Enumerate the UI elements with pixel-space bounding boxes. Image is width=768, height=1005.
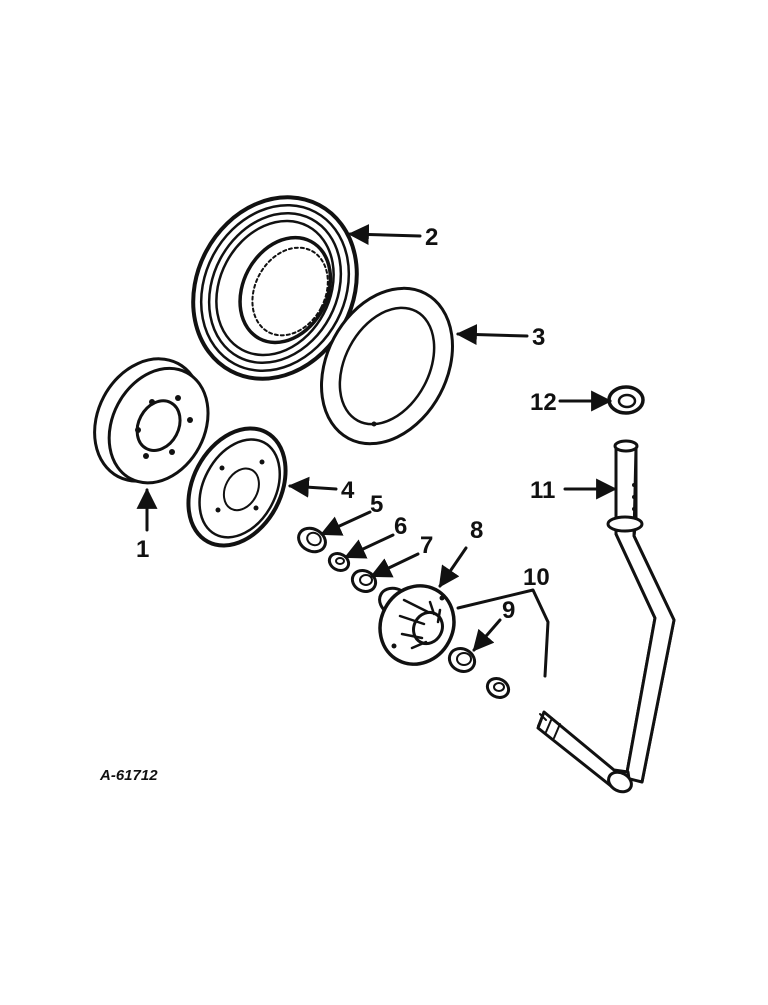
leader-3 xyxy=(455,324,529,346)
bearing-cup xyxy=(350,569,378,593)
seal xyxy=(327,552,351,572)
leader-lines xyxy=(136,224,618,678)
callout-2: 2 xyxy=(425,224,438,251)
rim-outer xyxy=(93,357,210,485)
callout-10: 10 xyxy=(523,564,550,591)
callout-labels: 2 3 12 11 1 4 5 6 7 8 9 10 xyxy=(136,224,557,624)
callout-9: 9 xyxy=(502,597,515,624)
leader-4 xyxy=(287,476,338,498)
callout-1: 1 xyxy=(136,536,149,563)
bearing-cup-2 xyxy=(447,647,477,673)
leader-8 xyxy=(438,546,468,588)
callout-7: 7 xyxy=(420,532,433,559)
leader-5 xyxy=(320,510,372,536)
hub xyxy=(378,584,456,666)
leader-10 xyxy=(456,588,550,678)
callout-12: 12 xyxy=(530,389,557,416)
leader-7 xyxy=(370,552,420,578)
callout-3: 3 xyxy=(532,324,545,351)
spindle-arm xyxy=(536,439,676,794)
rim-inner xyxy=(186,426,288,548)
leader-6 xyxy=(344,533,395,559)
callout-6: 6 xyxy=(394,513,407,540)
bearing-cone xyxy=(297,526,327,554)
callout-11: 11 xyxy=(530,477,555,504)
tire-flap xyxy=(320,286,454,446)
leader-2 xyxy=(347,224,422,246)
callout-4: 4 xyxy=(341,477,355,504)
bearing-cone-2 xyxy=(485,677,511,699)
callout-5: 5 xyxy=(370,491,383,518)
leader-9 xyxy=(472,618,502,652)
washer xyxy=(607,385,645,415)
callout-8: 8 xyxy=(470,517,483,544)
drawing-number: A-61712 xyxy=(99,767,158,784)
